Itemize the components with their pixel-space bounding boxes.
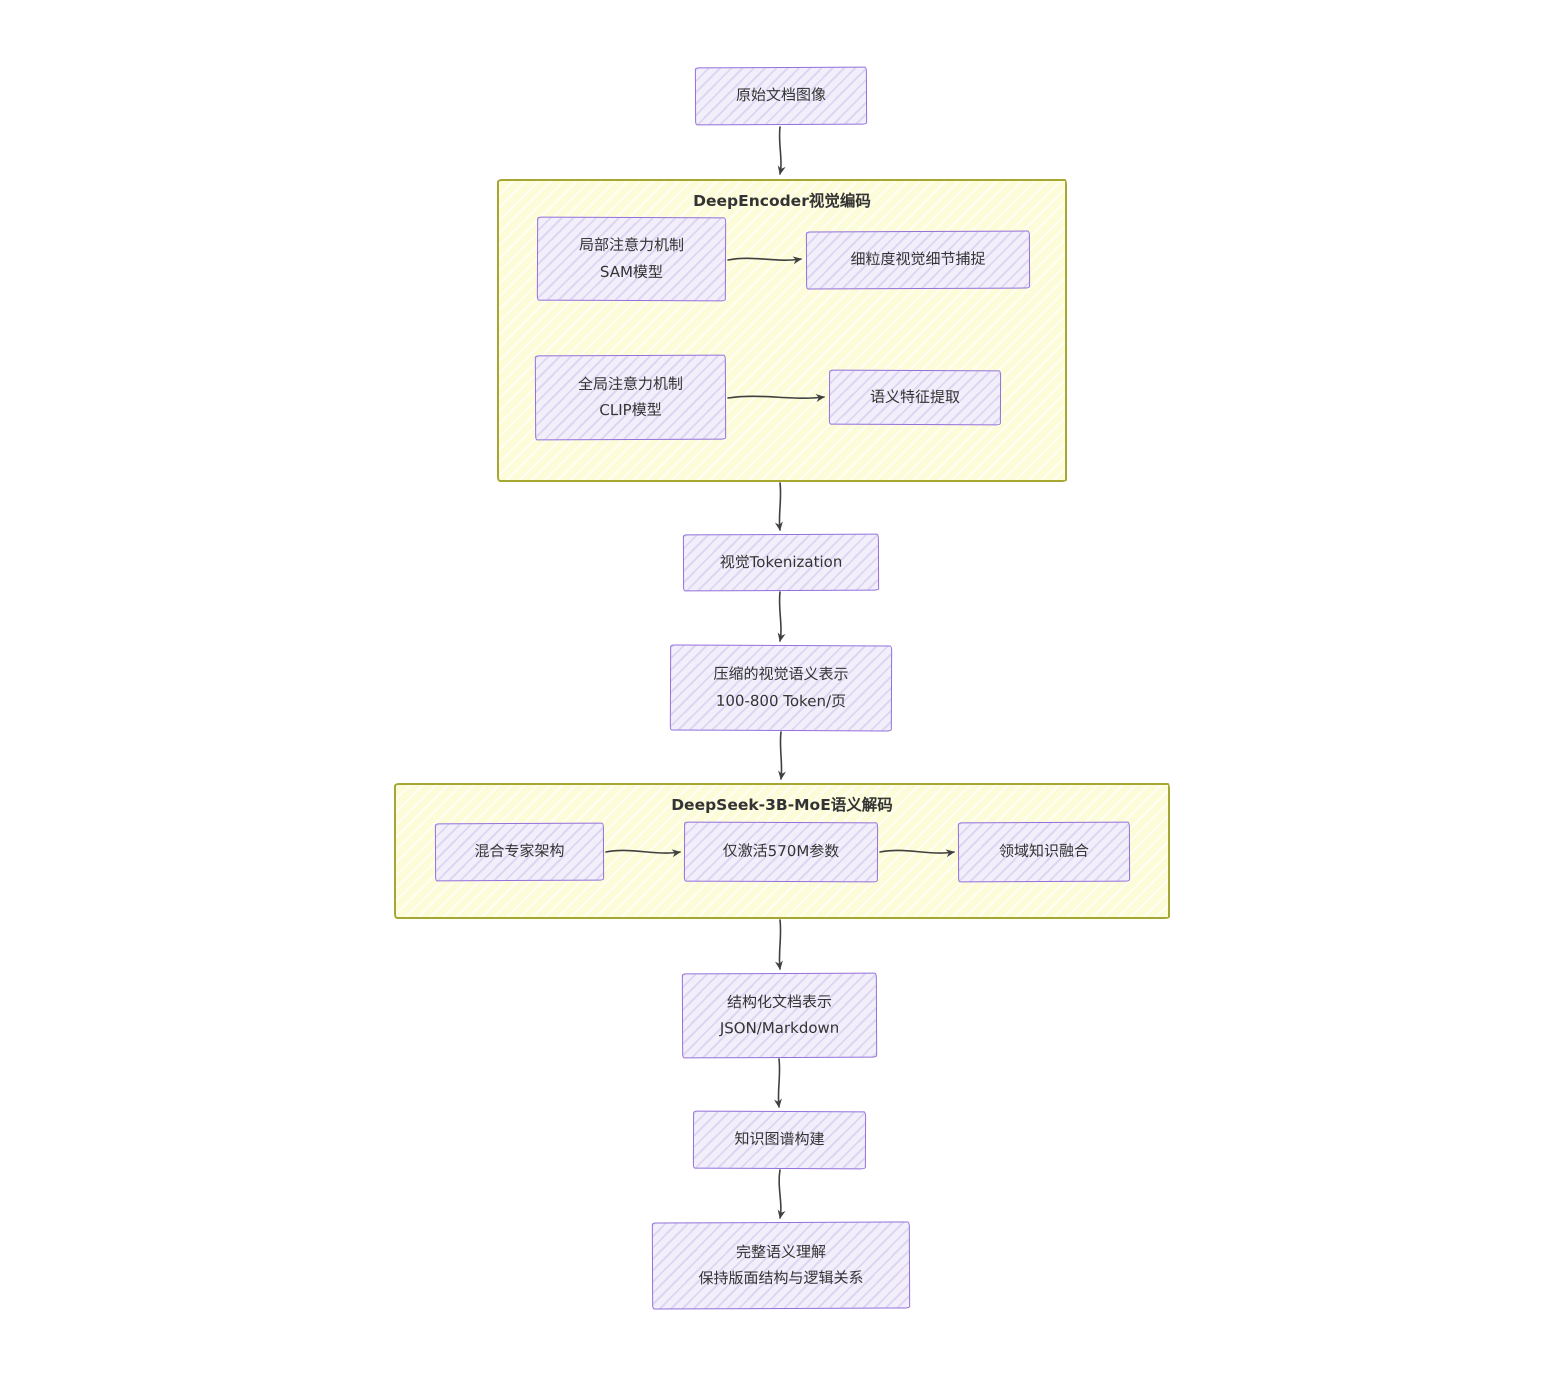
node-label: 原始文档图像 (735, 86, 827, 105)
node-structured-doc: 结构化文档表示 JSON/Markdown (681, 972, 878, 1059)
node-label: 混合专家架构 (474, 842, 565, 861)
node-label-line1: 局部注意力机制 (579, 235, 685, 255)
edge-tokenize-to-compress (777, 591, 786, 642)
edge-structured-to-kg (773, 1058, 782, 1108)
node-label-line1: 结构化文档表示 (726, 992, 832, 1011)
node-label-line2: CLIP模型 (599, 400, 662, 420)
edge-decoder-to-structured (774, 919, 783, 970)
edge-kg-to-full (777, 1169, 786, 1219)
edge-compress-to-decoder (778, 731, 787, 780)
node-label: 细粒度视觉细节捕捉 (850, 249, 986, 269)
node-visual-tokenization: 视觉Tokenization (682, 533, 880, 592)
node-full-understanding: 完整语义理解 保持版面结构与逻辑关系 (651, 1221, 911, 1310)
edge-raw-to-encoder (777, 126, 786, 175)
node-domain-fusion: 领域知识融合 (957, 821, 1131, 883)
node-label: 视觉Tokenization (719, 552, 843, 572)
node-label-line2: 保持版面结构与逻辑关系 (698, 1268, 864, 1288)
node-label-line2: SAM模型 (599, 262, 663, 281)
node-label: 领域知识融合 (998, 842, 1090, 861)
node-label-line1: 压缩的视觉语义表示 (713, 664, 849, 684)
node-label: 知识图谱构建 (734, 1130, 825, 1149)
node-active-params: 仅激活570M参数 (683, 821, 879, 883)
node-local-attention: 局部注意力机制 SAM模型 (536, 216, 727, 302)
node-label-line2: JSON/Markdown (719, 1018, 840, 1038)
node-global-attention: 全局注意力机制 CLIP模型 (534, 354, 727, 441)
container-deepseek-moe-title: DeepSeek-3B-MoE语义解码 (671, 796, 893, 814)
node-compressed-repr: 压缩的视觉语义表示 100-800 Token/页 (669, 644, 893, 732)
container-deep-encoder-title: DeepEncoder视觉编码 (693, 192, 871, 210)
node-semantic-feature: 语义特征提取 (828, 369, 1002, 426)
node-label-line2: 100-800 Token/页 (715, 691, 847, 710)
node-knowledge-graph: 知识图谱构建 (692, 1110, 867, 1170)
node-label-line1: 完整语义理解 (735, 1242, 826, 1261)
node-label-line1: 全局注意力机制 (577, 374, 683, 393)
node-label: 语义特征提取 (869, 387, 961, 406)
node-fine-grained-capture: 细粒度视觉细节捕捉 (805, 230, 1031, 290)
node-raw-doc-image: 原始文档图像 (694, 66, 868, 126)
node-label: 仅激活570M参数 (722, 841, 840, 861)
node-moe-architecture: 混合专家架构 (434, 822, 605, 882)
edge-encoder-to-tokenize (774, 482, 783, 531)
